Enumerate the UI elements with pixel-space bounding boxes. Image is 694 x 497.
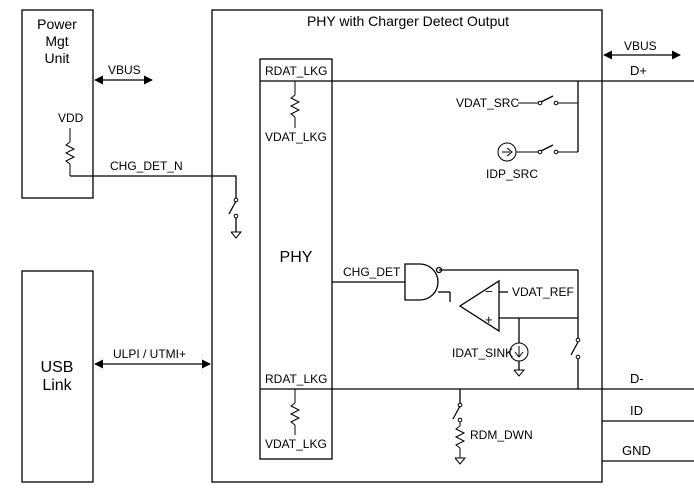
comparator-icon <box>458 279 500 333</box>
d-plus-label: D+ <box>630 63 647 78</box>
d-minus-label: D- <box>630 371 644 386</box>
phy-inner-block: PHY <box>259 58 333 460</box>
power-mgt-unit-block: Power Mgt Unit VDD <box>21 9 94 199</box>
usb-link-line1: USB <box>41 359 74 376</box>
ulpi-label: ULPI / UTMI+ <box>113 347 186 361</box>
vdd-label: VDD <box>58 111 84 125</box>
resistor-icon <box>64 141 76 165</box>
switch-icon <box>540 144 554 152</box>
vdat-lkg-top-label: VDAT_LKG <box>265 130 327 144</box>
switch-icon <box>228 200 237 215</box>
vbus-left-label: VBUS <box>108 63 141 77</box>
switch-icon <box>452 405 461 420</box>
resistor-icon <box>289 402 301 426</box>
comparator-minus: − <box>485 284 493 299</box>
vbus-right-label: VBUS <box>624 39 657 53</box>
usb-link-block: USB Link <box>21 270 94 483</box>
ground-icon <box>454 457 467 465</box>
vdat-ref-label: VDAT_REF <box>512 285 574 299</box>
power-label-line1: Power <box>37 16 77 32</box>
idp-src-label: IDP_SRC <box>486 167 538 181</box>
phy-inner-label: PHY <box>280 249 313 266</box>
ground-icon <box>230 231 243 239</box>
resistor-icon <box>289 94 301 118</box>
chg-det-n-label: CHG_DET_N <box>110 159 183 173</box>
rdm-dwn-label: RDM_DWN <box>470 428 533 442</box>
gnd-label: GND <box>622 443 651 458</box>
rdat-lkg-top-label: RDAT_LKG <box>265 64 327 78</box>
resistor-icon <box>454 425 466 449</box>
rdat-lkg-bottom-label: RDAT_LKG <box>265 372 327 386</box>
switch-icon <box>540 95 554 103</box>
chg-det-label: CHG_DET <box>343 265 401 279</box>
switch-icon <box>570 341 579 356</box>
vdat-src-label: VDAT_SRC <box>456 96 519 110</box>
vdat-lkg-bottom-label: VDAT_LKG <box>265 437 327 451</box>
idat-sink-label: IDAT_SINK <box>452 346 513 360</box>
and-gate-icon <box>404 263 439 301</box>
comparator-plus: + <box>485 312 493 327</box>
power-label-line2: Mgt <box>45 33 68 49</box>
phy-outer-title: PHY with Charger Detect Output <box>307 13 509 29</box>
power-label-line3: Unit <box>45 50 70 66</box>
id-label: ID <box>630 403 643 418</box>
usb-link-line2: Link <box>42 377 72 394</box>
ground-icon <box>513 369 526 377</box>
